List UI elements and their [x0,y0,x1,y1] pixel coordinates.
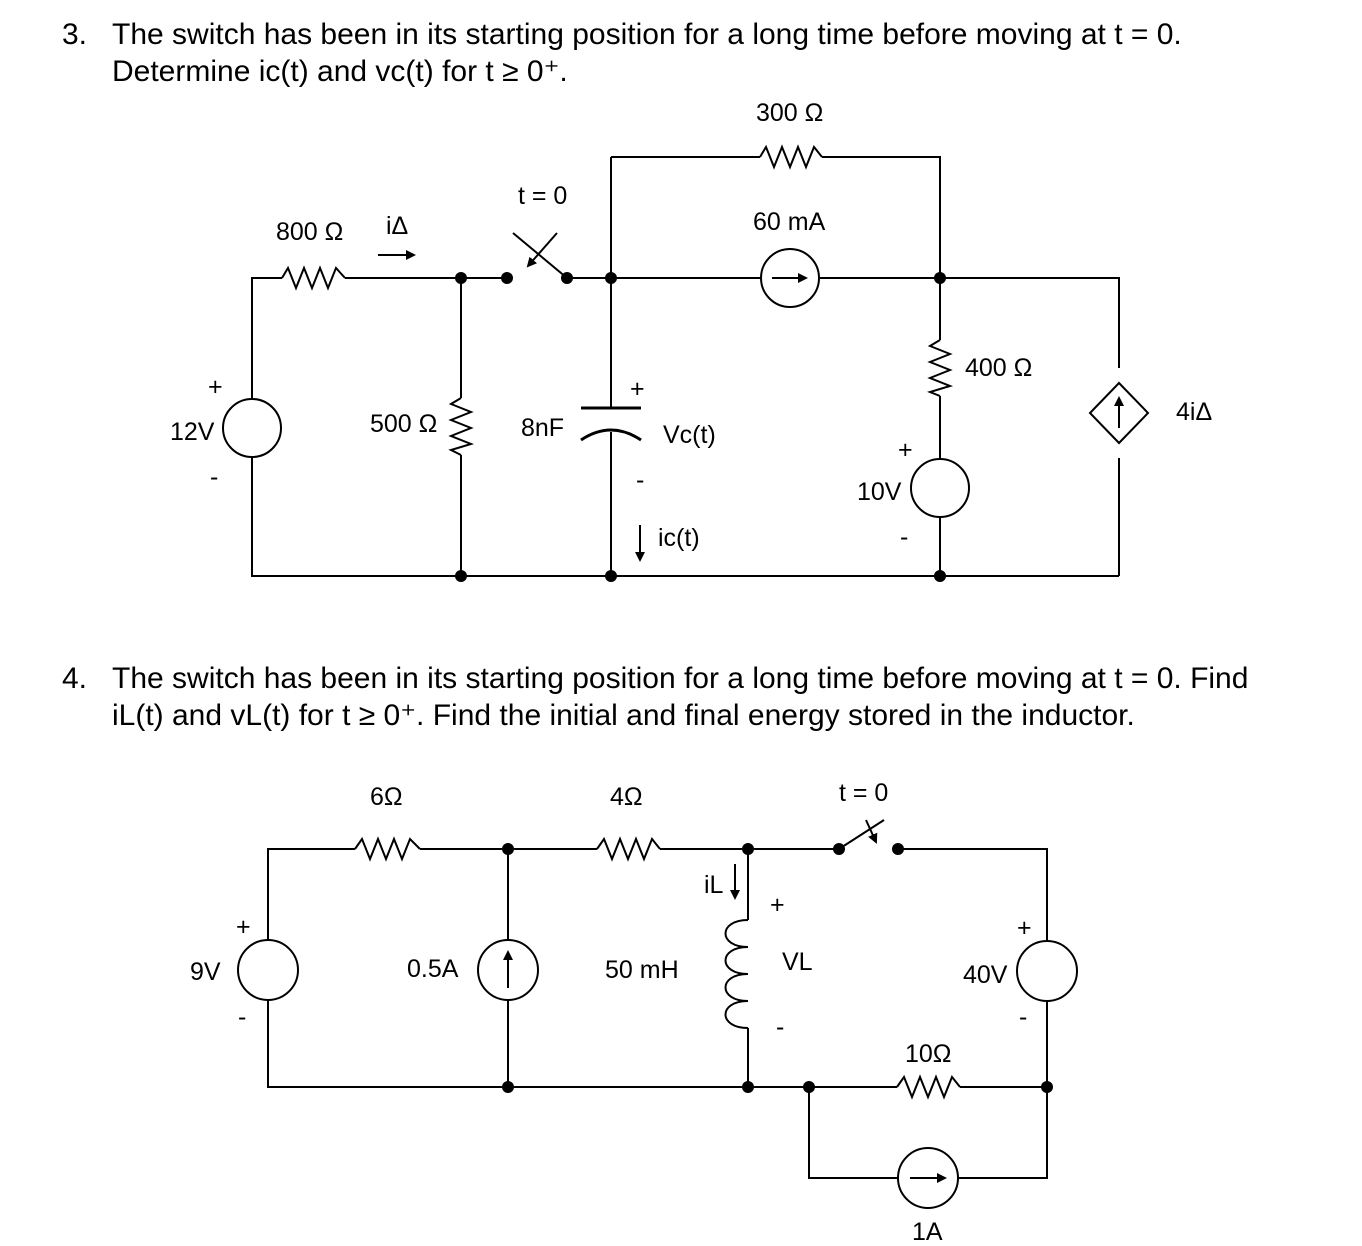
node-dot [605,272,617,284]
node-dot [1041,1081,1053,1093]
current-source-05a-icon [477,939,539,1001]
circuit-4: 6Ω 4Ω t = 0 iL + VL - + 9V - 0.5A 50 mH … [190,779,1078,1246]
label-cap-plus: + [630,375,645,403]
problem-4-line2: iL(t) and vL(t) for t ≥ 0⁺. Find the ini… [112,699,1135,732]
voltage-source-40v-icon [1016,940,1078,1002]
resistor-300-icon [759,144,823,170]
label-vl: VL [782,948,813,976]
node-dot [455,272,467,284]
problem-3-line2: Determine ic(t) and vc(t) for t ≥ 0⁺. [112,55,568,88]
label-r4: 4Ω [610,783,643,811]
problem-3-line1: The switch has been in its starting posi… [112,18,1182,51]
wire-300-loop [611,156,941,278]
label-switch-time: t = 0 [518,182,567,210]
capacitor-plate-bottom-icon [580,428,642,442]
label-9v: 9V [190,958,221,986]
label-r400: 400 Ω [965,354,1032,382]
problem-3-statement: 3. The switch has been in its starting po… [62,16,1182,90]
label-vl-plus: + [770,891,785,919]
wire-switch-right [567,277,1120,576]
wire-top-right [898,848,1048,941]
resistor-10-icon [896,1074,961,1100]
label-r10: 10Ω [905,1040,952,1068]
label-dependent-source: 4iΔ [1176,398,1212,426]
current-source-1a-icon [897,1147,959,1209]
problem-4-number: 4. [62,662,88,695]
label-vc: Vc(t) [663,421,716,449]
label-switch-time: t = 0 [839,779,888,807]
node-dot [934,570,946,582]
label-vl-minus: - [776,1013,784,1041]
wire-1a-loop [808,1087,1048,1179]
switch-arrow-icon [865,819,878,844]
current-source-60ma-icon [760,248,820,308]
resistor-4-icon [596,836,661,862]
label-inductor: 50 mH [605,956,679,984]
voltage-source-12v-icon [222,398,282,458]
label-12v-plus: + [208,373,223,401]
label-cs1: 1A [912,1218,943,1246]
label-r500: 500 Ω [370,410,437,438]
dependent-source-diamond-icon [1088,381,1150,445]
wire-bottom [251,458,1119,577]
label-ic: ic(t) [658,524,700,552]
wire-top [267,848,839,940]
label-12v: 12V [170,418,215,446]
label-r300: 300 Ω [756,99,823,127]
resistor-6-icon [354,836,421,862]
inductor-coil-icon [724,919,749,1029]
node-dot [605,570,617,582]
voltage-source-9v-icon [237,939,299,1001]
node-dot [742,843,754,855]
problem-4-line1: The switch has been in its starting posi… [112,662,1249,695]
label-10v-plus: + [898,436,913,464]
node-dot [502,843,514,855]
label-9v-minus: - [238,1003,246,1031]
label-cap: 8nF [521,414,564,442]
label-10v-minus: - [900,523,908,551]
label-cap-minus: - [636,466,644,494]
switch-blade-icon [512,232,568,279]
wire-top-left [251,277,507,398]
label-r6: 6Ω [370,783,403,811]
label-9v-plus: + [236,913,251,941]
label-cs60: 60 mA [753,208,826,236]
label-r800: 800 Ω [276,218,343,246]
label-12v-minus: - [210,463,218,491]
label-40v-plus: + [1017,914,1032,942]
node-dot [742,1081,754,1093]
node-dot [502,1081,514,1093]
problem-3-number: 3. [62,18,88,51]
label-cs05: 0.5A [407,955,459,983]
node-dot [455,570,467,582]
label-10v: 10V [857,478,902,506]
node-dot [803,1081,815,1093]
resistor-800-icon [281,265,346,291]
resistor-400-icon [926,339,954,397]
problem-4-statement: 4. The switch has been in its starting po… [62,660,1248,734]
voltage-source-10v-icon [910,458,970,518]
switch-blade-icon [838,819,885,850]
circuit-3: 300 Ω t = 0 60 mA 800 Ω iΔ 400 Ω + 12V -… [170,99,1212,582]
label-40v-minus: - [1019,1003,1027,1031]
node-dot [934,272,946,284]
switch-contact-right-icon [892,843,904,855]
resistor-500-icon [448,397,475,456]
label-i-delta: iΔ [386,212,408,240]
switch-contact-left-icon [501,272,513,284]
switch-arrow-icon [526,232,558,268]
label-il: iL [704,871,724,899]
label-40v: 40V [963,961,1008,989]
